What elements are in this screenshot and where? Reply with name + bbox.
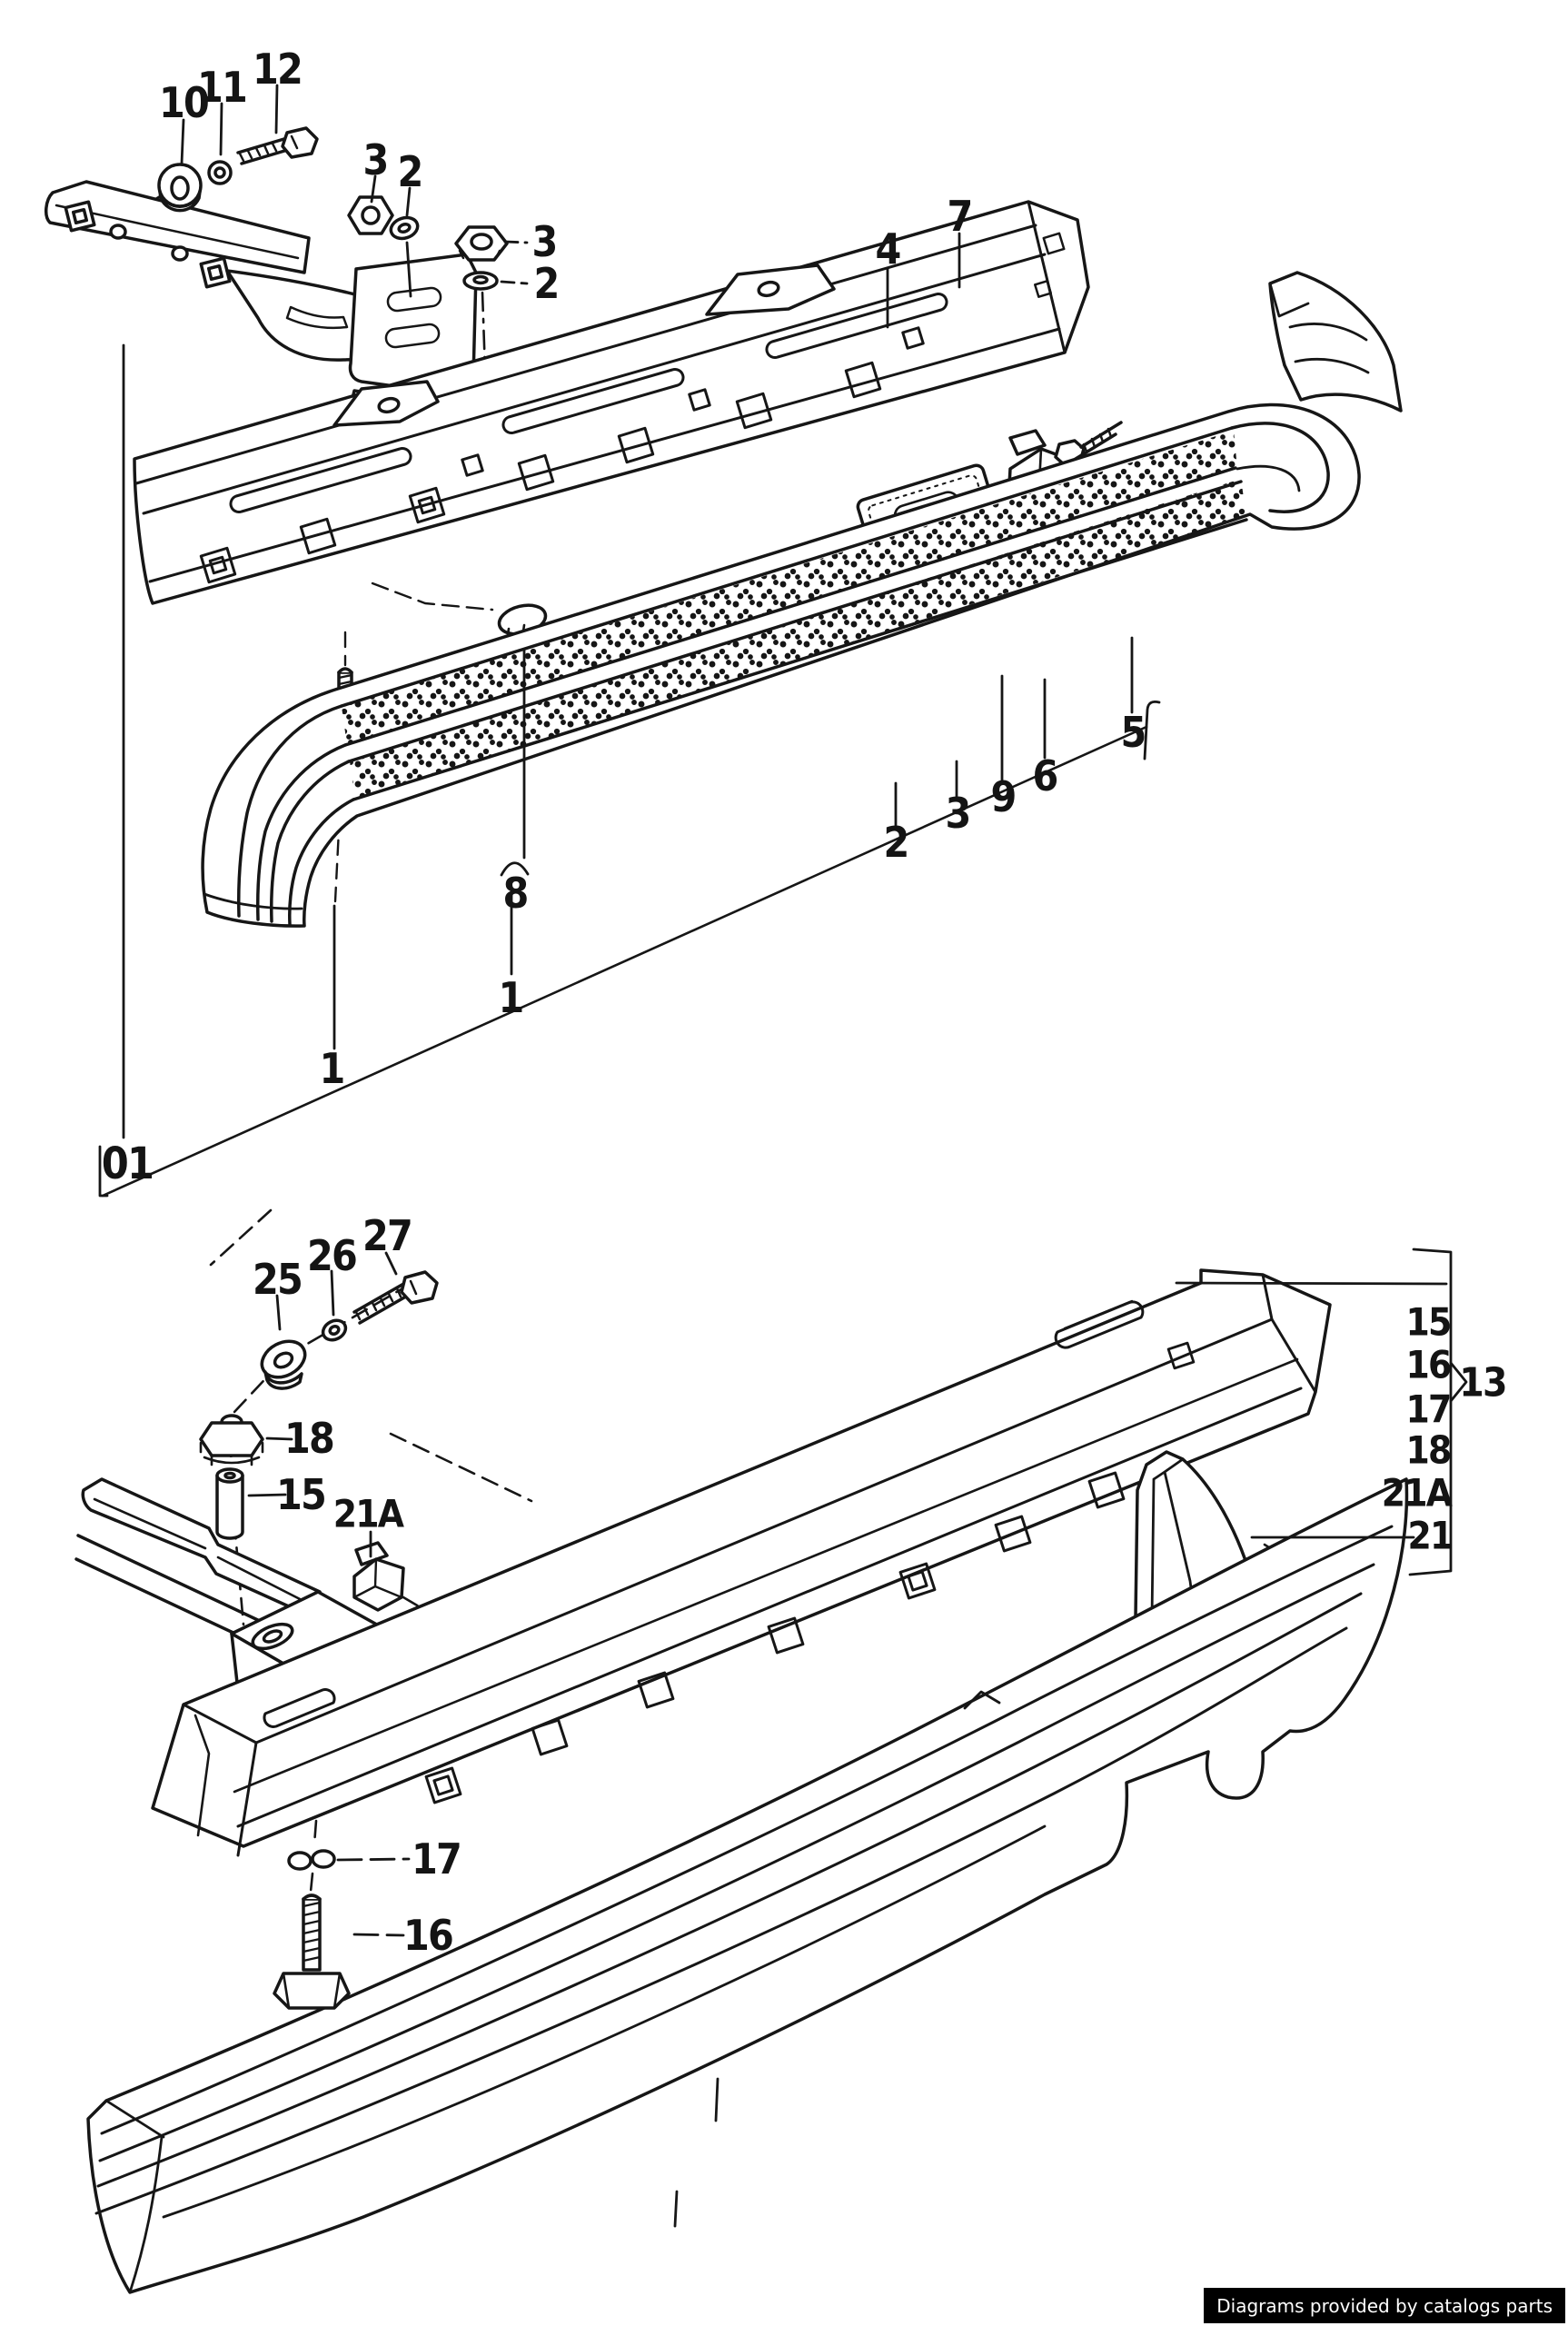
wave-washer-17: [287, 1849, 336, 1871]
washer-26: [321, 1318, 348, 1342]
end-cap-piece: [1268, 271, 1403, 413]
bolt-27: [352, 1270, 439, 1325]
bumper-cover: [86, 1477, 1409, 2294]
bolt-12: [236, 126, 319, 165]
watermark-badge: Diagrams provided by catalogs parts: [1204, 2288, 1565, 2323]
nut-3-right: [454, 225, 509, 262]
spacer-sleeve-15: [215, 1467, 244, 1540]
nut-18: [199, 1414, 264, 1466]
lower-assembly-view: [74, 1208, 1468, 2294]
bumper-reinforcement-beam: [133, 200, 1090, 605]
retaining-rail: [151, 1268, 1332, 1857]
bolt-16: [273, 1894, 351, 2010]
bumper-strip: [201, 403, 1361, 928]
washer-2-upper: [389, 215, 420, 241]
lower-leader-lines: [247, 1247, 1468, 1937]
upper-leader-lines: [98, 84, 1161, 1198]
washer-10: [157, 163, 203, 213]
rivet-leader: [371, 582, 494, 611]
nut-3-upper: [347, 195, 394, 235]
upper-assembly-view: [45, 84, 1403, 1198]
washer-11: [207, 160, 233, 185]
mounting-bracket: [45, 180, 478, 431]
washer-25: [260, 1339, 307, 1390]
washer-2-right: [462, 271, 499, 291]
clip-21a: [352, 1541, 405, 1612]
